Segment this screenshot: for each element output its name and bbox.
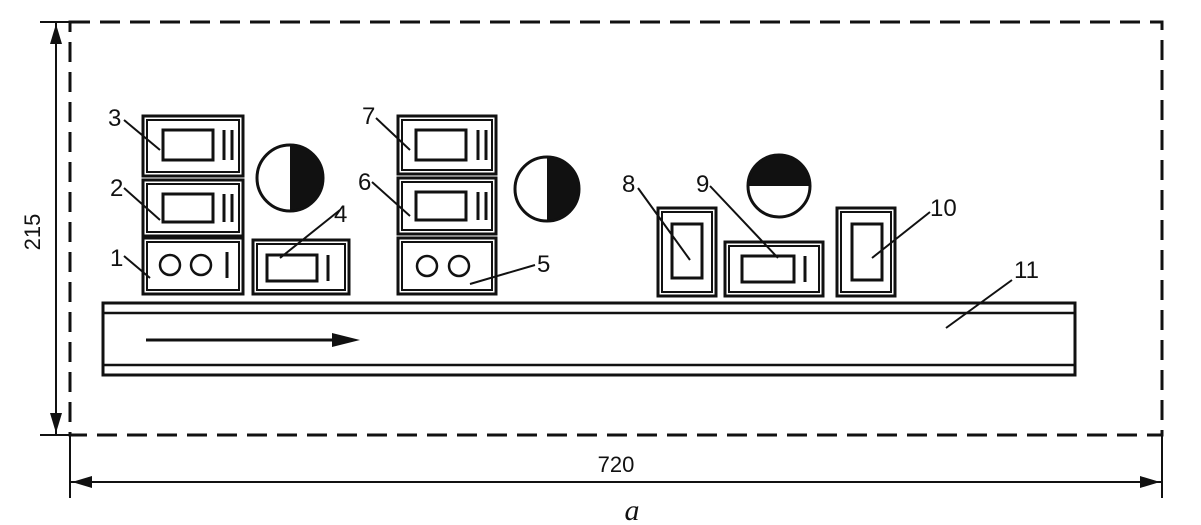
height-dimension-label: 215 [20,214,45,251]
callout-10: 10 [930,195,957,222]
width-dimension: 720 [69,435,1163,498]
direction-arrow-icon [332,333,360,347]
callout-8: 8 [622,171,635,198]
callout-9: 9 [696,171,709,198]
height-dimension: 215 [20,21,70,436]
callout-1: 1 [110,245,123,272]
figure-caption: a [625,494,640,525]
conveyor-belt [101,301,1077,377]
callout-6: 6 [358,169,371,196]
unit-3-cabinet [141,114,245,178]
unit-4-cabinet [251,238,351,296]
indicator-half-left-white-icon [513,155,581,223]
leader-lines [123,117,1013,329]
callout-11: 11 [1014,257,1039,284]
room-boundary [68,20,1164,437]
indicator-top-half-black-icon [746,153,812,219]
unit-9-cabinet [723,240,825,298]
unit-5-double-burner [396,236,498,296]
callout-7: 7 [362,103,375,130]
callout-4: 4 [334,201,347,228]
callout-5: 5 [537,251,550,278]
unit-8-cabinet [656,206,718,298]
unit-10-cabinet [835,206,897,298]
unit-2-cabinet [141,178,245,238]
unit-7-cabinet [396,114,498,176]
unit-6-cabinet [396,176,498,236]
callout-2: 2 [110,175,123,202]
indicator-half-right-black-icon [255,143,325,213]
width-dimension-label: 720 [598,452,635,477]
callout-3: 3 [108,105,121,132]
unit-1-double-burner [141,236,245,296]
